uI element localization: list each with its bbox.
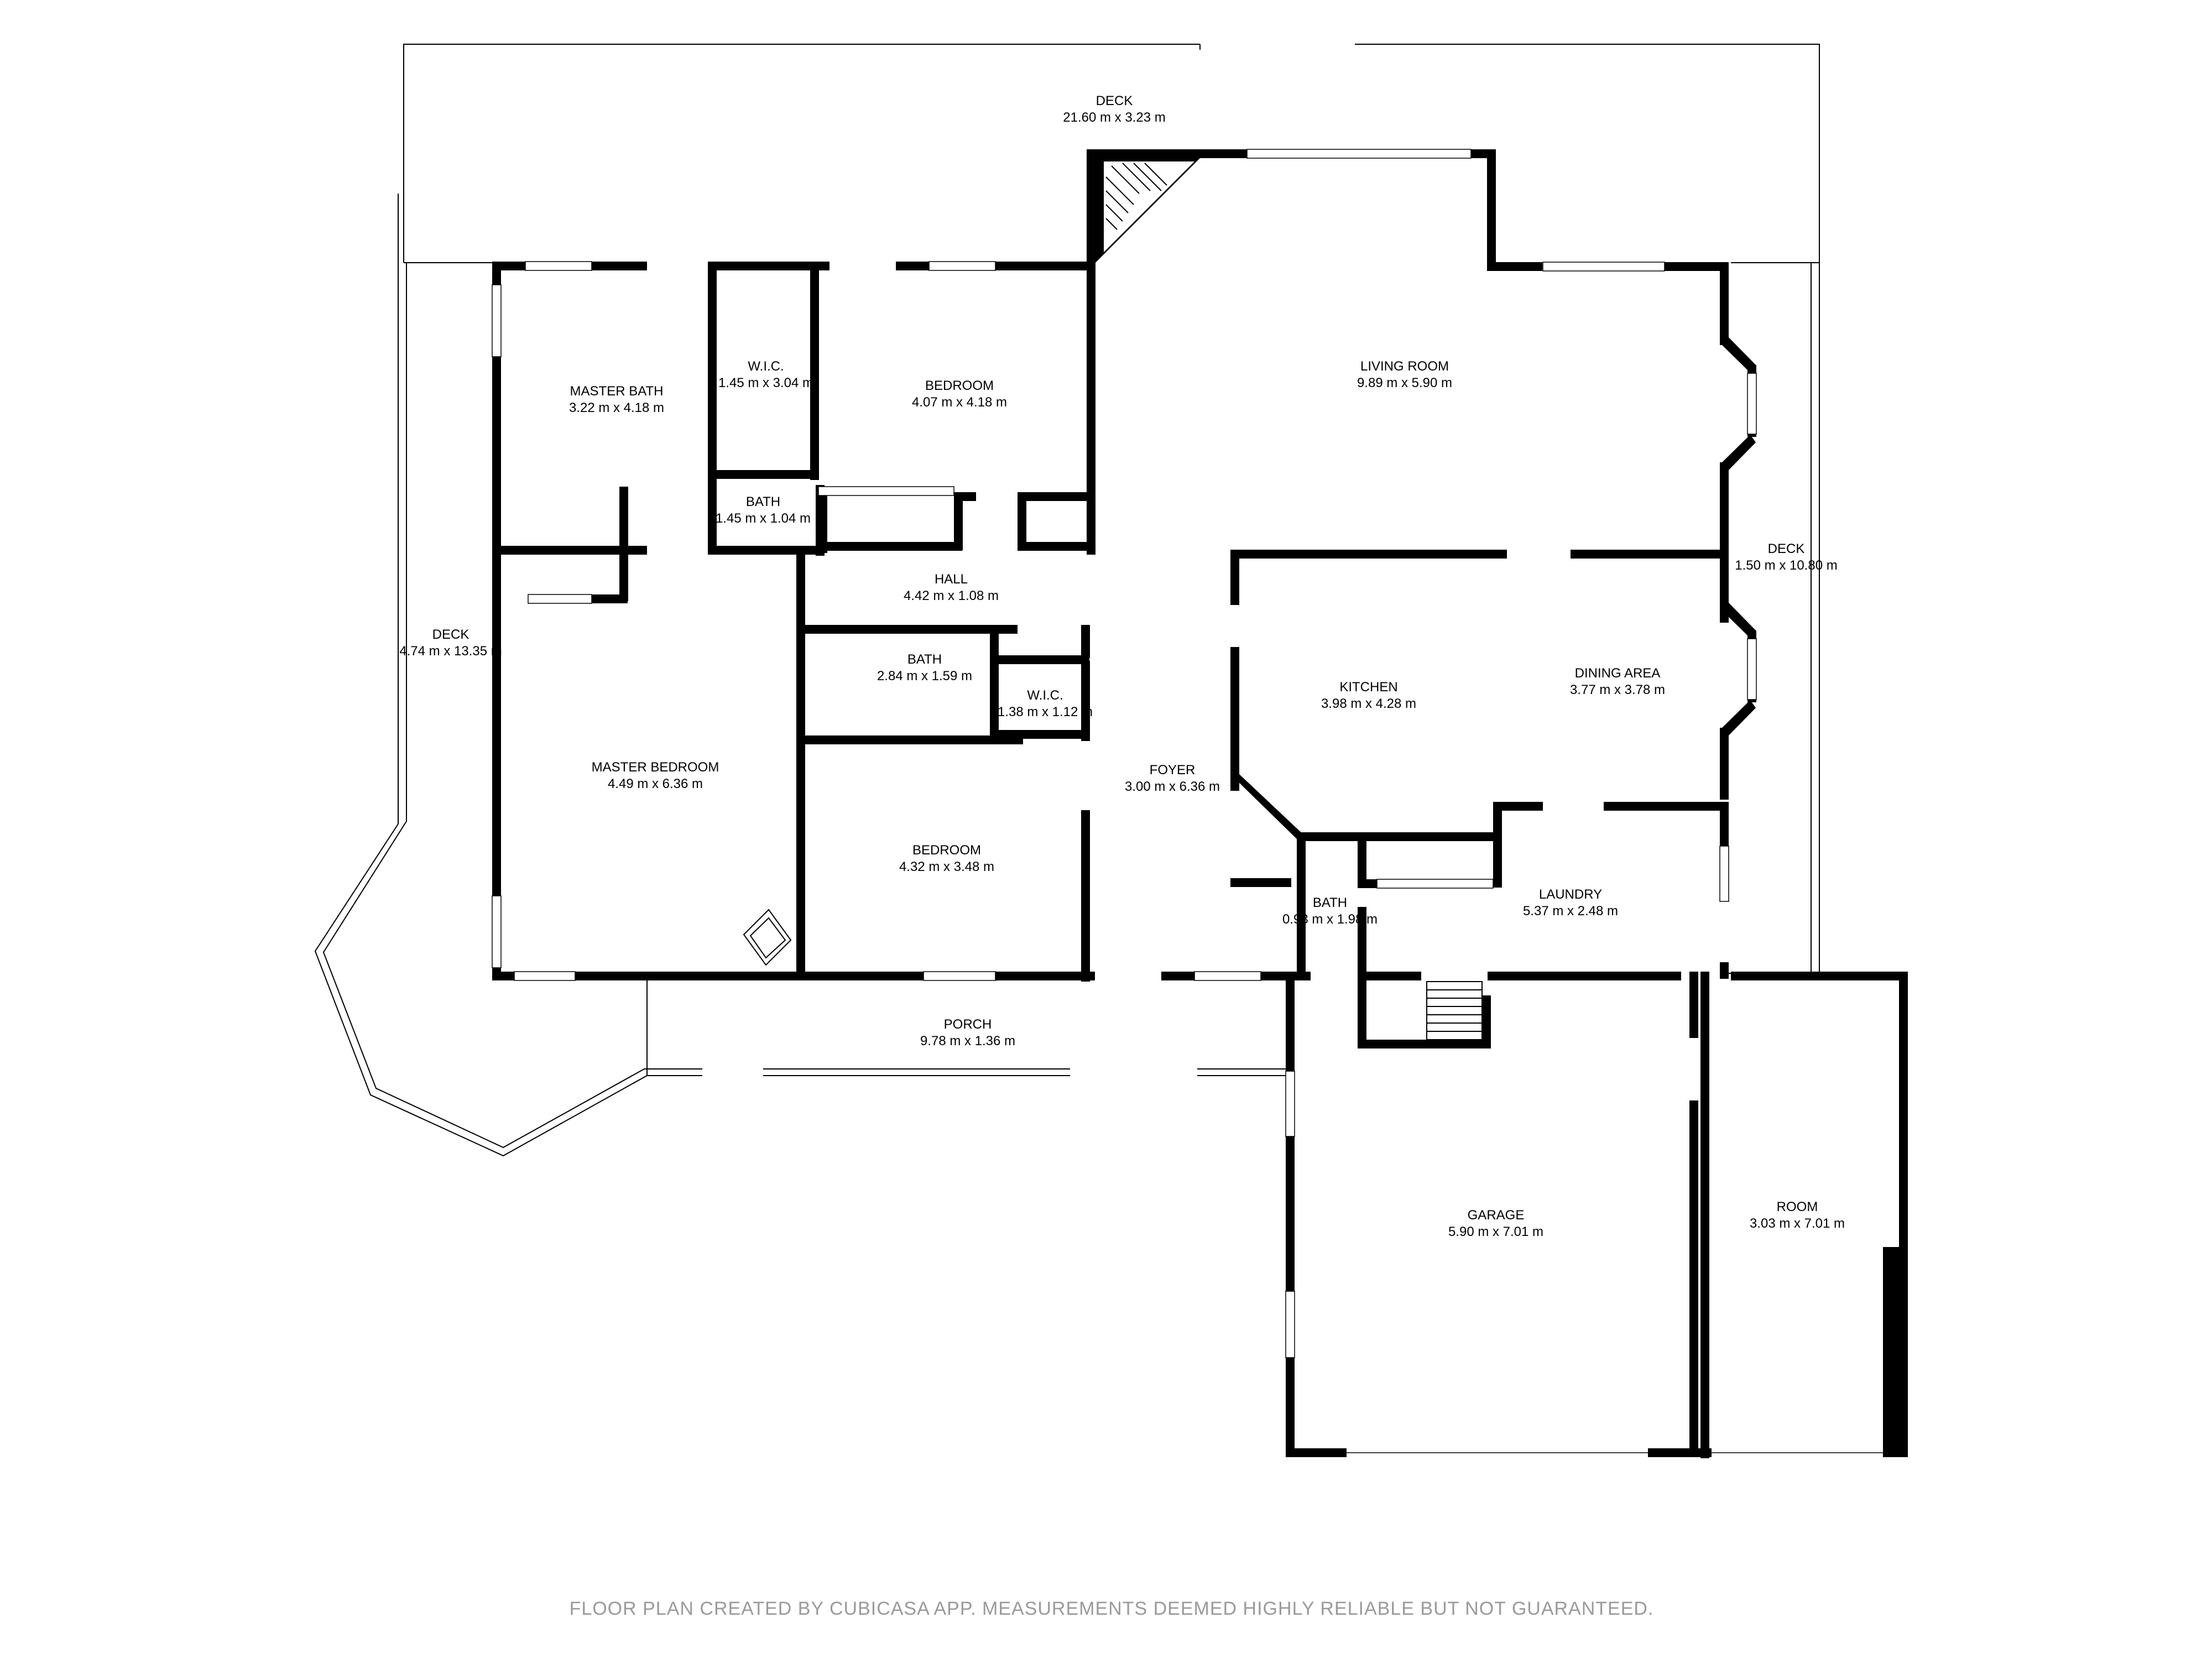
dining-area-name: DINING AREA [1575, 666, 1661, 681]
foyer-name: FOYER [1150, 763, 1196, 778]
wic-mid-dim: 1.38 m x 1.12 m [998, 705, 1093, 719]
bath-small2-dim: 0.93 m x 1.98 m [1282, 912, 1378, 927]
room-labels: DECK 21.60 m x 3.23 m LIVING ROOM 9.89 m… [399, 93, 1845, 1239]
floor-marker [743, 909, 792, 966]
foyer-dim: 3.00 m x 6.36 m [1125, 779, 1220, 794]
dining-area-dim: 3.77 m x 3.78 m [1570, 682, 1665, 697]
windows [492, 149, 1757, 1358]
deck-left-name: DECK [432, 627, 469, 642]
bedroom-bottom-name: BEDROOM [912, 843, 981, 858]
deck-right-dim: 1.50 m x 10.80 m [1735, 558, 1837, 573]
hall-dim: 4.42 m x 1.08 m [904, 588, 999, 603]
laundry-name: LAUNDRY [1539, 887, 1602, 902]
kitchen-dim: 3.98 m x 4.28 m [1321, 696, 1416, 711]
wic-top-dim: 1.45 m x 3.04 m [718, 375, 813, 390]
bath-small-name: BATH [746, 494, 780, 509]
master-bedroom-name: MASTER BEDROOM [592, 760, 719, 775]
wic-top-name: W.I.C. [748, 359, 784, 374]
garage-name: GARAGE [1468, 1208, 1525, 1223]
bath-mid-dim: 2.84 m x 1.59 m [877, 669, 972, 684]
porch-name: PORCH [944, 1017, 992, 1032]
deck-left-dim: 4.74 m x 13.35 m [399, 644, 502, 659]
walls [492, 149, 1908, 1458]
disclaimer-footer: FLOOR PLAN CREATED BY CUBICASA APP. MEAS… [570, 1598, 1654, 1619]
living-room-name: LIVING ROOM [1360, 359, 1449, 374]
living-room-dim: 9.89 m x 5.90 m [1357, 375, 1452, 390]
deck-outlines [314, 44, 1820, 1157]
master-bath-name: MASTER BATH [570, 384, 664, 399]
doors [1128, 972, 1883, 1457]
deck-right-name: DECK [1768, 541, 1805, 556]
hall-name: HALL [935, 572, 968, 587]
garage-dim: 5.90 m x 7.01 m [1448, 1224, 1543, 1239]
bath-small-dim: 1.45 m x 1.04 m [716, 511, 811, 526]
bath-mid-name: BATH [907, 652, 942, 667]
wic-mid-name: W.I.C. [1027, 688, 1063, 703]
master-bath-dim: 3.22 m x 4.18 m [569, 400, 664, 415]
bedroom-top-name: BEDROOM [925, 378, 994, 393]
deck-top-dim: 21.60 m x 3.23 m [1063, 110, 1165, 125]
bedroom-top-dim: 4.07 m x 4.18 m [912, 395, 1007, 410]
master-bedroom-dim: 4.49 m x 6.36 m [608, 776, 703, 791]
kitchen-name: KITCHEN [1339, 680, 1397, 695]
bedroom-bottom-dim: 4.32 m x 3.48 m [899, 859, 994, 874]
porch-dim: 9.78 m x 1.36 m [920, 1034, 1015, 1048]
room-dim: 3.03 m x 7.01 m [1750, 1216, 1845, 1231]
laundry-dim: 5.37 m x 2.48 m [1523, 904, 1618, 919]
room-name: ROOM [1777, 1199, 1818, 1214]
deck-top-name: DECK [1096, 93, 1133, 108]
bath-small2-name: BATH [1313, 895, 1347, 910]
